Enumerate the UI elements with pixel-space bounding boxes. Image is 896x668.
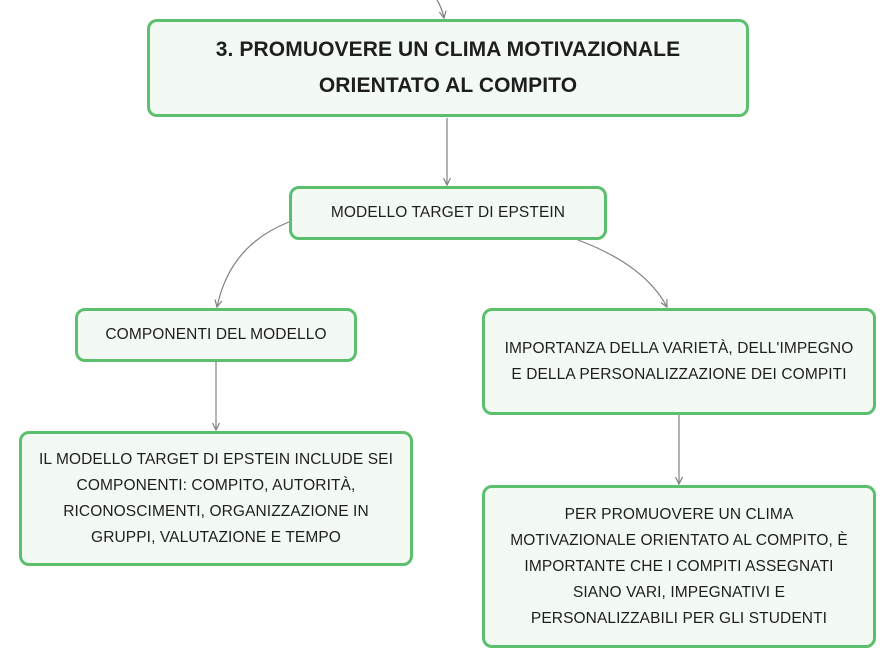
connector-incoming-root xyxy=(436,0,444,18)
connector-model-to-components xyxy=(217,221,290,307)
node-componenti[interactable]: COMPONENTI DEL MODELLO xyxy=(75,308,357,362)
node-importanza-label: IMPORTANZA DELLA VARIETÀ, DELL'IMPEGNO E… xyxy=(504,339,854,383)
node-descrizione-modello-label: IL MODELLO TARGET DI EPSTEIN INCLUDE SEI… xyxy=(39,450,393,546)
node-importanza[interactable]: IMPORTANZA DELLA VARIETÀ, DELL'IMPEGNO E… xyxy=(482,308,876,415)
node-descrizione-modello[interactable]: IL MODELLO TARGET DI EPSTEIN INCLUDE SEI… xyxy=(19,431,413,566)
connector-model-to-importance xyxy=(577,239,667,307)
node-promuovere-clima[interactable]: PER PROMUOVERE UN CLIMA MOTIVAZIONALE OR… xyxy=(482,485,876,648)
node-promuovere-clima-label: PER PROMUOVERE UN CLIMA MOTIVAZIONALE OR… xyxy=(510,505,848,627)
node-componenti-label: COMPONENTI DEL MODELLO xyxy=(105,326,327,343)
node-root-label: 3. PROMUOVERE UN CLIMA MOTIVAZIONALE ORI… xyxy=(215,38,681,97)
node-root-topic[interactable]: 3. PROMUOVERE UN CLIMA MOTIVAZIONALE ORI… xyxy=(147,19,749,117)
node-modello-target-label: MODELLO TARGET DI EPSTEIN xyxy=(330,204,566,221)
node-modello-target[interactable]: MODELLO TARGET DI EPSTEIN xyxy=(289,186,607,240)
